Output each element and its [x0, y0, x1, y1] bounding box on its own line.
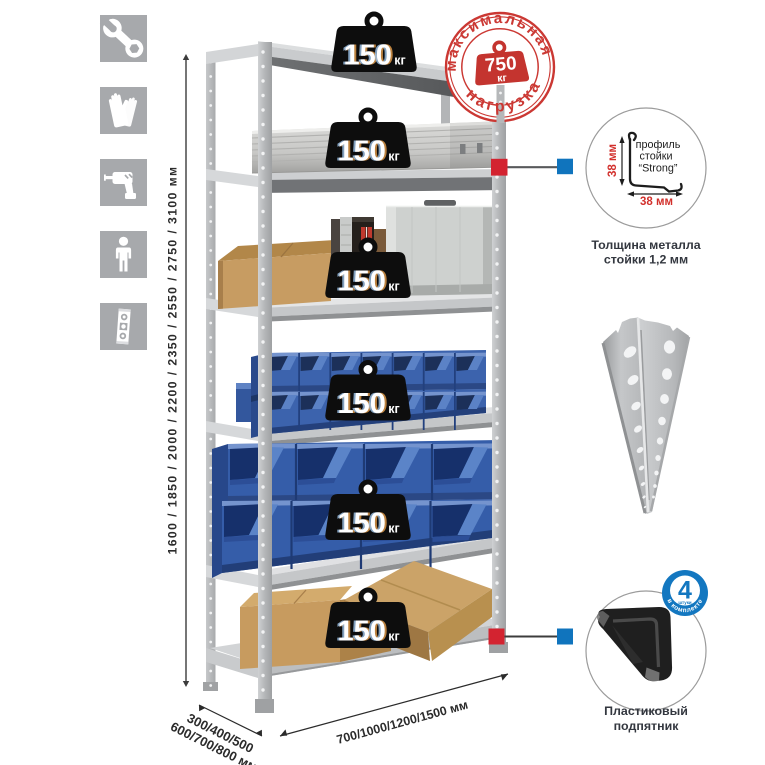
svg-text:38 мм: 38 мм — [640, 196, 673, 208]
svg-text:штуки: штуки — [678, 600, 692, 605]
svg-text:стойки 1,2 мм: стойки 1,2 мм — [604, 253, 688, 267]
svg-text:профиль: профиль — [636, 139, 681, 151]
svg-text:38 мм: 38 мм — [607, 144, 619, 177]
svg-text:Толщина металла: Толщина металла — [591, 238, 700, 252]
svg-text:Пластиковый: Пластиковый — [604, 704, 688, 718]
svg-text:кг: кг — [497, 72, 508, 85]
svg-text:1600 / 1850 / 2000 / 2200 / 23: 1600 / 1850 / 2000 / 2200 / 2350 / 2550 … — [166, 166, 180, 555]
svg-text:750: 750 — [484, 53, 517, 77]
svg-text:4: 4 — [678, 577, 692, 605]
svg-text:стойки: стойки — [639, 151, 672, 163]
svg-text:“Strong”: “Strong” — [638, 163, 677, 175]
svg-text:подпятник: подпятник — [614, 719, 680, 733]
